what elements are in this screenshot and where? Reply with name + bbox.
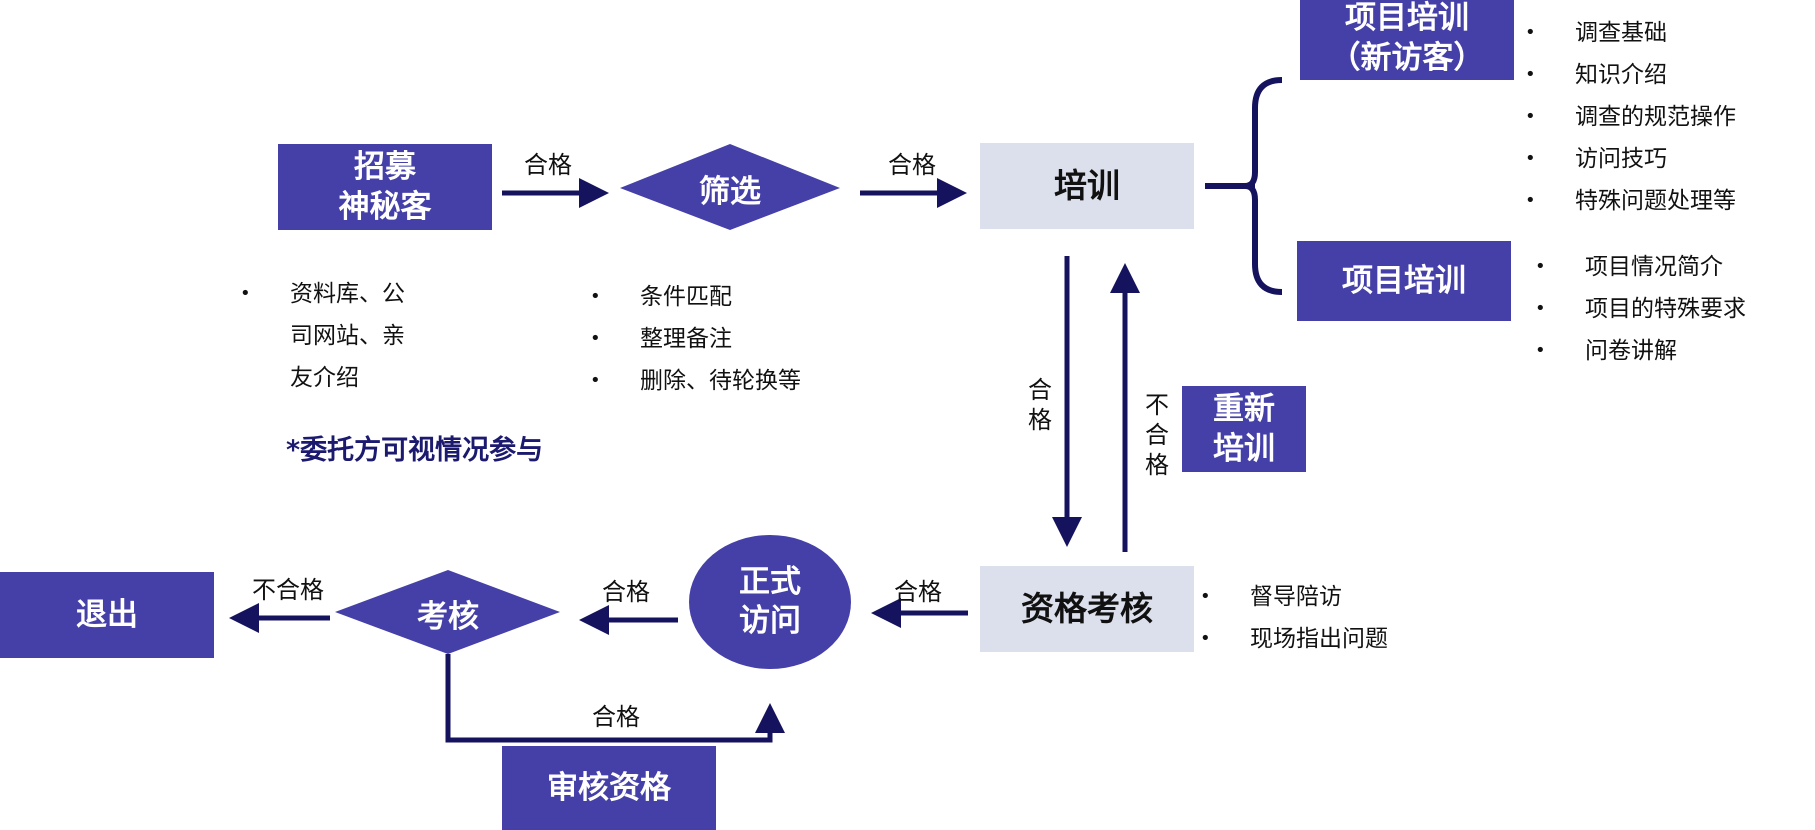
training-new-box: 项目培训 （新访客） <box>1300 0 1514 80</box>
screen-diamond <box>620 144 840 230</box>
label-assess-exit: 不合格 <box>252 576 324 604</box>
label-training-qual: 合格 <box>1028 376 1052 434</box>
recruit-list: 资料库、公 司网站、亲 友介绍 <box>240 273 405 399</box>
retrain-box: 重新 培训 <box>1182 386 1306 472</box>
list-item: 条件匹配 <box>590 276 801 318</box>
training-project-box: 项目培训 <box>1297 241 1511 321</box>
qualification-box: 资格考核 <box>980 566 1194 652</box>
exit-box: 退出 <box>0 572 214 658</box>
list-item: 问卷讲解 <box>1535 330 1746 372</box>
label-qual-visit: 合格 <box>894 578 942 606</box>
label-visit-assess: 合格 <box>602 578 650 606</box>
list-item: 整理备注 <box>590 318 801 360</box>
brace <box>1244 77 1283 295</box>
list-item: 司网站、亲 <box>290 323 405 349</box>
training-project-list: 项目情况简介 项目的特殊要求 问卷讲解 <box>1535 246 1746 372</box>
screen-list: 条件匹配 整理备注 删除、待轮换等 <box>590 276 801 402</box>
qualification-list: 督导陪访 现场指出问题 <box>1200 576 1388 660</box>
training-new-list: 调查基础 知识介绍 调查的规范操作 访问技巧 特殊问题处理等 <box>1525 12 1736 222</box>
label-recruit-screen: 合格 <box>524 151 572 179</box>
list-item: 访问技巧 <box>1525 138 1736 180</box>
list-item: 调查基础 <box>1525 12 1736 54</box>
training-box: 培训 <box>980 143 1194 229</box>
arrow-assess-visit <box>445 654 785 743</box>
list-item: 知识介绍 <box>1525 54 1736 96</box>
list-item: 删除、待轮换等 <box>590 360 801 402</box>
label-qual-training: 不合格 <box>1145 391 1169 479</box>
assess-diamond <box>335 570 560 654</box>
screen-label: 筛选 <box>699 173 761 210</box>
formal-visit-label: 正式 访问 <box>739 564 801 639</box>
recruit-box: 招募 神秘客 <box>278 144 492 230</box>
list-item: 项目的特殊要求 <box>1535 288 1746 330</box>
client-note: *委托方可视情况参与 <box>286 435 544 466</box>
list-item: 特殊问题处理等 <box>1525 180 1736 222</box>
list-item: 友介绍 <box>290 365 359 391</box>
formal-visit-ellipse <box>689 535 851 669</box>
list-item: 督导陪访 <box>1200 576 1388 618</box>
list-item: 资料库、公 <box>240 273 405 315</box>
review-box: 审核资格 <box>502 746 716 830</box>
assess-label: 考核 <box>417 598 479 635</box>
label-screen-training: 合格 <box>888 151 936 179</box>
list-item: 现场指出问题 <box>1200 618 1388 660</box>
list-item: 项目情况简介 <box>1535 246 1746 288</box>
label-assess-visit: 合格 <box>592 703 640 731</box>
list-item: 调查的规范操作 <box>1525 96 1736 138</box>
